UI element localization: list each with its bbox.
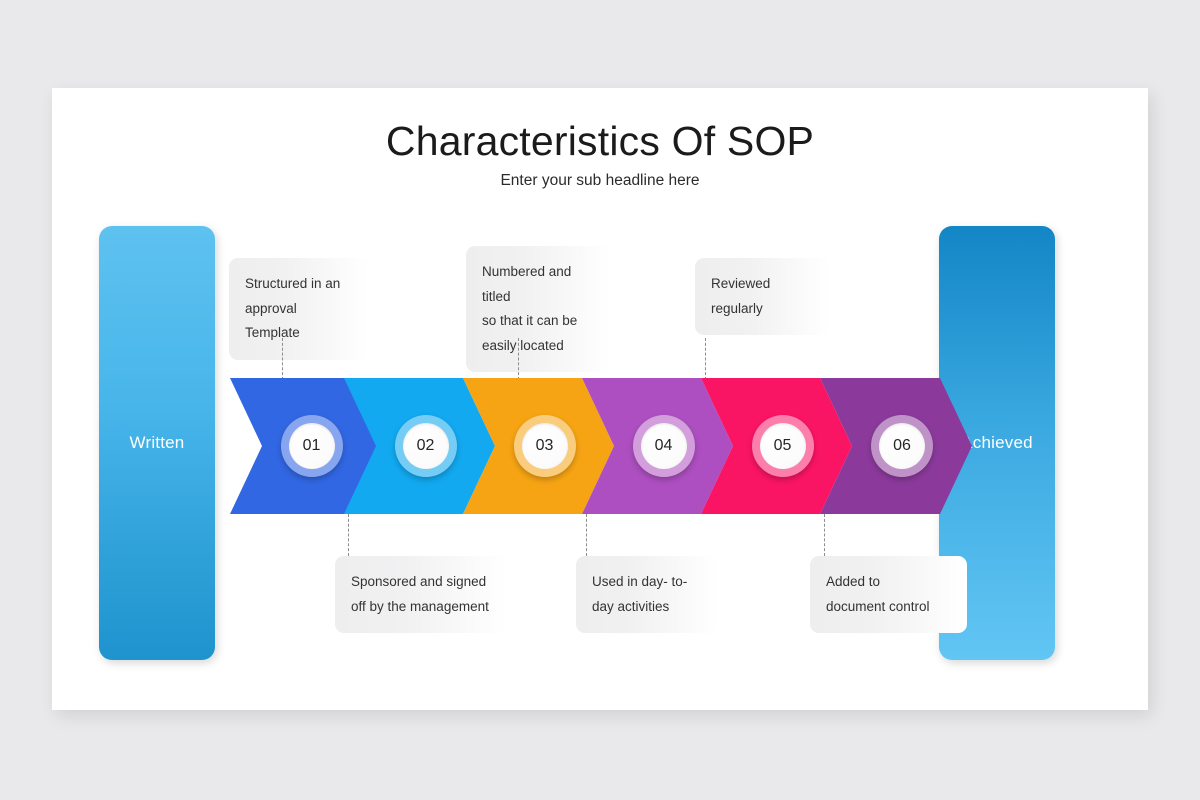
callout-top-step-03[interactable]: Numbered and titled so that it can be ea… [466, 246, 611, 372]
connector-top-step-05 [705, 338, 706, 380]
connector-bottom-step-02 [348, 514, 349, 556]
step-circle-04[interactable]: 04 [632, 415, 695, 477]
callout-line: approval Template [245, 300, 300, 341]
callout-line: document control [826, 598, 930, 614]
callout-line: Added to [826, 574, 881, 589]
end-panel-written[interactable]: Written [99, 226, 215, 660]
callout-line: Sponsored and signed [351, 574, 487, 589]
chevron-step-02[interactable]: 02 [344, 378, 495, 514]
connector-top-step-03 [518, 338, 519, 380]
callout-bottom-step-04[interactable]: Used in day- to- day activities [576, 556, 718, 633]
callout-line: off by the management [351, 598, 489, 614]
chevron-step-01[interactable]: 01 [230, 378, 381, 514]
end-panel-written-label: Written [129, 433, 185, 452]
callout-line: Numbered and titled [482, 264, 572, 304]
process-chevron-strip: 01 02 03 04 05 [230, 378, 972, 514]
callout-line: Used in day- to- [592, 574, 688, 589]
step-circle-01[interactable]: 01 [280, 415, 343, 477]
callout-line: regularly [711, 300, 763, 316]
chevron-step-06[interactable]: 06 [820, 378, 972, 514]
step-number-04: 04 [640, 423, 687, 469]
step-number-03: 03 [521, 423, 568, 469]
step-circle-06[interactable]: 06 [871, 415, 933, 477]
step-number-06: 06 [879, 423, 925, 469]
callout-bottom-step-02[interactable]: Sponsored and signed off by the manageme… [335, 556, 508, 633]
chevron-step-05[interactable]: 05 [701, 378, 852, 514]
connector-bottom-step-04 [586, 514, 587, 556]
connector-top-step-01 [282, 338, 283, 380]
end-panel-achieved-label: Achieved [961, 433, 1033, 452]
chevron-step-04[interactable]: 04 [582, 378, 733, 514]
step-number-02: 02 [402, 423, 449, 469]
step-circle-05[interactable]: 05 [751, 415, 814, 477]
connector-bottom-step-06 [824, 514, 825, 556]
chevron-step-03[interactable]: 03 [463, 378, 614, 514]
step-circle-02[interactable]: 02 [394, 415, 457, 477]
page-title: Characteristics Of SOP [385, 118, 815, 164]
page-subtitle: Enter your sub headline here [500, 172, 700, 189]
slide-card: Characteristics Of SOP Enter your sub he… [52, 88, 1148, 710]
callout-top-step-05[interactable]: Reviewed regularly [695, 258, 830, 335]
step-number-01: 01 [288, 423, 335, 469]
callout-bottom-step-06[interactable]: Added to document control [810, 556, 967, 633]
callout-line: Reviewed [711, 276, 771, 291]
callout-line: day activities [592, 598, 670, 614]
callout-line: so that it can be [482, 313, 578, 328]
step-number-05: 05 [759, 423, 806, 469]
callout-line: Structured in an [245, 276, 341, 291]
callout-line: easily located [482, 337, 564, 353]
callout-top-step-01[interactable]: Structured in an approval Template [229, 258, 369, 360]
step-circle-03[interactable]: 03 [513, 415, 576, 477]
